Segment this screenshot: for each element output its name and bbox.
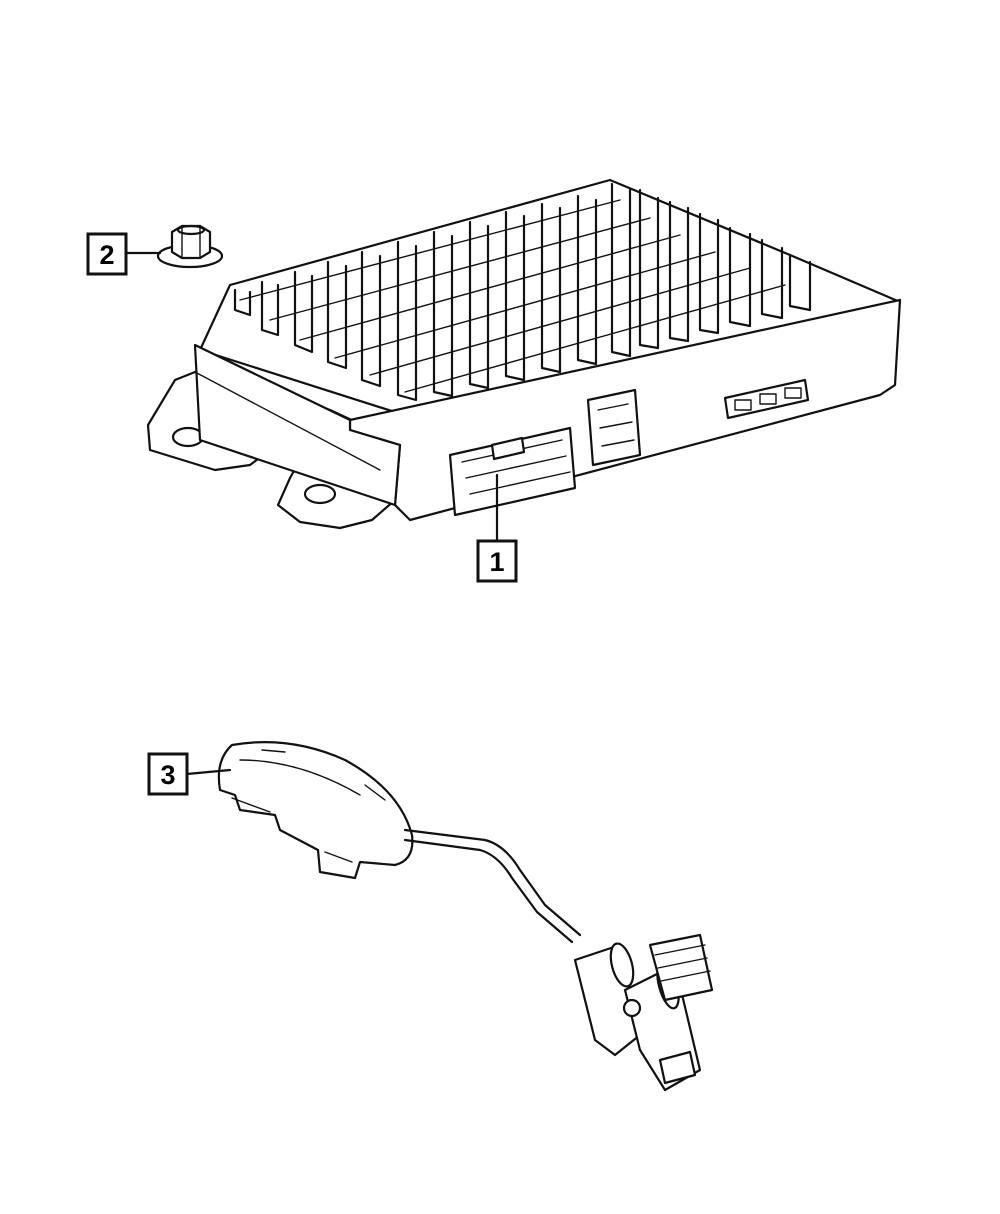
electronic-control-module — [146, 178, 902, 530]
leader-line-3 — [185, 768, 232, 776]
callout-label-3: 3 — [160, 760, 175, 790]
connector-main — [448, 426, 577, 517]
callout-3: 3 — [147, 752, 232, 796]
side-edge-line — [194, 371, 381, 471]
sensor-assembly — [217, 741, 714, 1092]
connector-secondary — [586, 388, 642, 467]
module-side-face — [193, 343, 402, 507]
callout-1: 1 — [476, 473, 518, 583]
sensor-housing — [217, 741, 414, 880]
harness-connectors — [573, 933, 714, 1092]
nut-thread-hole — [176, 224, 206, 236]
heat-sink-fins — [233, 182, 812, 402]
callout-box-2 — [86, 232, 128, 276]
callout-label-2: 2 — [99, 240, 114, 270]
flange-nut — [156, 224, 224, 269]
callout-2: 2 — [86, 232, 162, 276]
callout-box-1 — [476, 539, 518, 583]
connector-small-group — [723, 378, 810, 420]
sensor-cable — [403, 828, 582, 937]
callout-box-3 — [147, 752, 189, 796]
mounting-hole-2 — [303, 483, 337, 505]
callout-label-1: 1 — [489, 547, 504, 577]
